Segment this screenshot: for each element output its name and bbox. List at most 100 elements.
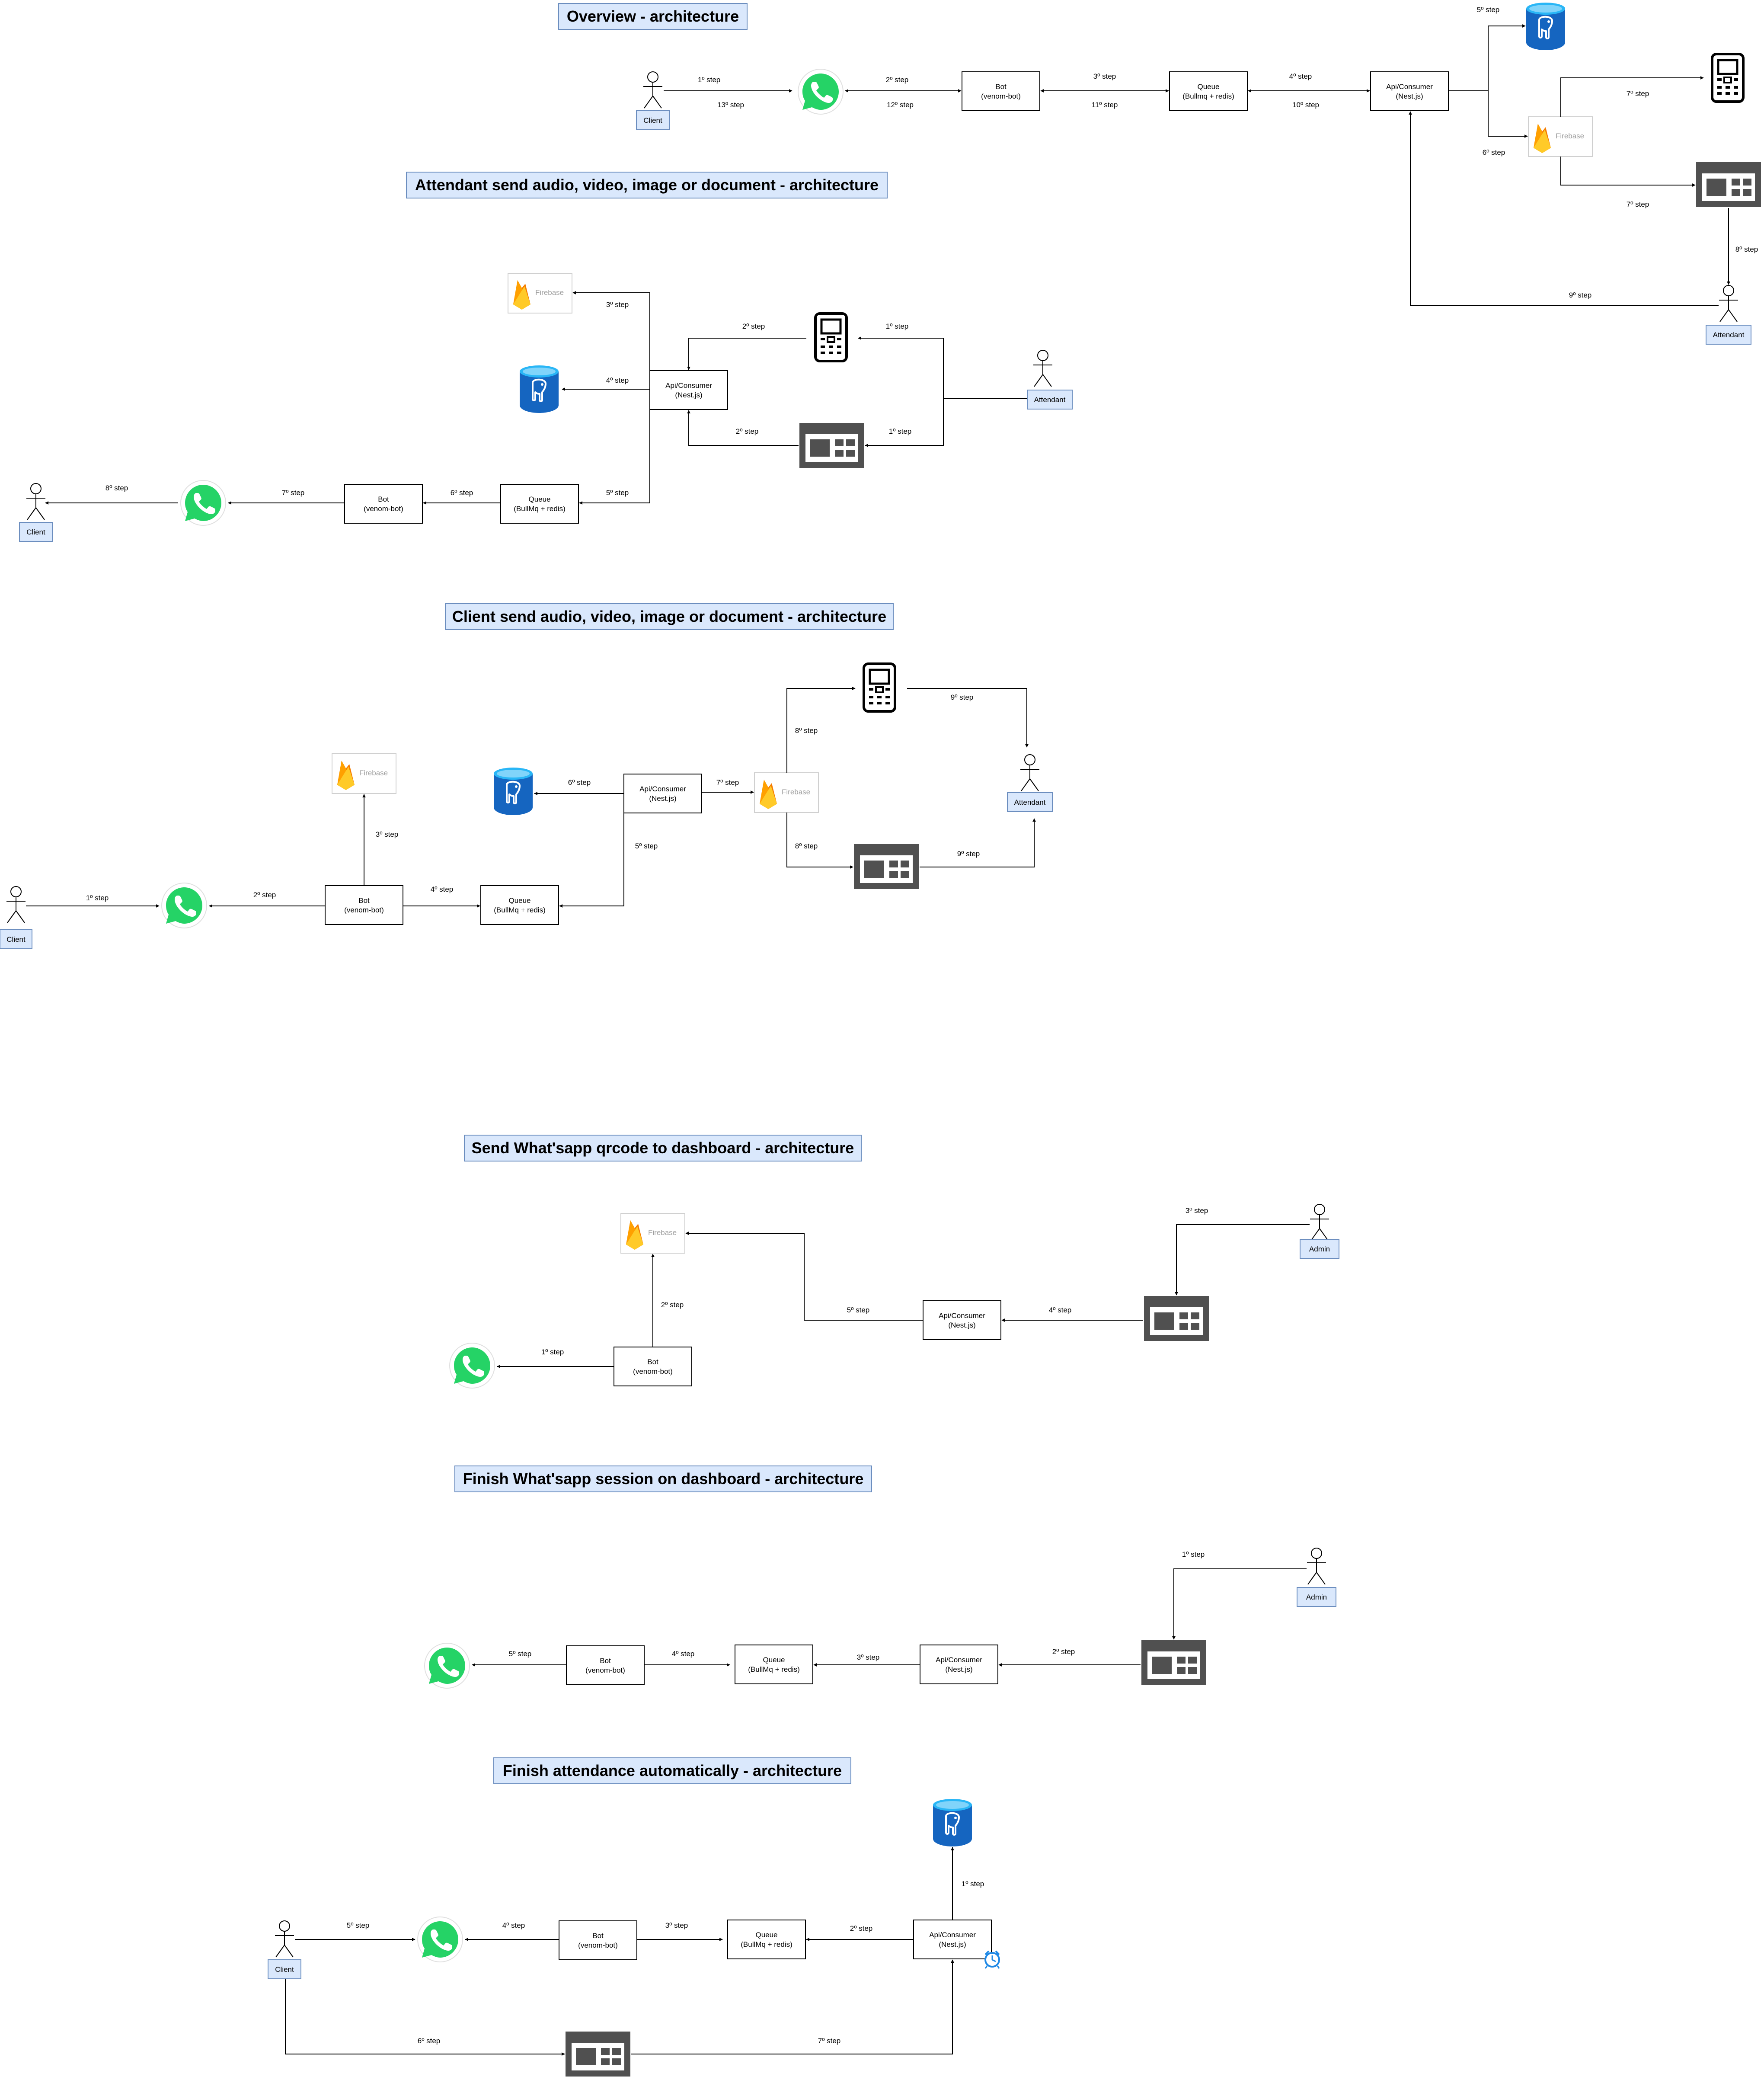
step-label: 3º step bbox=[1093, 72, 1116, 80]
dashboard-icon bbox=[1141, 1640, 1206, 1685]
step-label: 9º step bbox=[951, 693, 974, 701]
step-label: 8º step bbox=[795, 842, 818, 850]
client-actor-icon bbox=[275, 1920, 294, 1958]
client-actor-icon bbox=[6, 886, 26, 923]
step-label: 3º step bbox=[665, 1921, 688, 1929]
client-label-box bbox=[636, 110, 670, 130]
bot-subtitle: (venom-bot) bbox=[344, 906, 384, 914]
step-label: 5º step bbox=[1477, 6, 1500, 14]
api-subtitle: (Nest.js) bbox=[948, 1321, 975, 1329]
step-label: 4º step bbox=[431, 885, 454, 893]
step-label: 2º step bbox=[850, 1924, 873, 1933]
step-label: 4º step bbox=[502, 1921, 525, 1929]
queue-title: Queue bbox=[1197, 83, 1219, 91]
step-label: 12º step bbox=[887, 101, 914, 109]
api-box bbox=[649, 370, 728, 410]
step-label: 9º step bbox=[957, 850, 980, 858]
queue-subtitle: (BullMq + redis) bbox=[494, 906, 546, 914]
client-actor-icon bbox=[26, 483, 46, 520]
queue-subtitle: (BullMq + redis) bbox=[741, 1940, 793, 1949]
edge bbox=[907, 688, 1029, 748]
whatsapp-icon bbox=[180, 480, 226, 526]
attendant-label: Attendant bbox=[1713, 331, 1745, 339]
step-label: 3º step bbox=[376, 830, 399, 838]
phone-icon bbox=[1712, 54, 1743, 102]
step-label: 2º step bbox=[253, 891, 276, 899]
step-label: 7º step bbox=[818, 2037, 841, 2045]
step-label: 10º step bbox=[1292, 101, 1319, 109]
step-label: 3º step bbox=[606, 301, 629, 309]
queue-title: Queue bbox=[528, 495, 550, 503]
client-label-box bbox=[19, 522, 53, 542]
section-title-box bbox=[406, 172, 888, 198]
step-label: 6º step bbox=[568, 778, 591, 787]
api-box bbox=[920, 1645, 998, 1684]
section-qrcode: Send What'sapp qrcode to dashboard - arc… bbox=[449, 1135, 1339, 1389]
step-label: 5º step bbox=[847, 1306, 870, 1314]
attendant-actor-icon bbox=[1020, 754, 1040, 791]
attendant-actor-icon bbox=[1033, 350, 1053, 387]
admin-label: Admin bbox=[1306, 1593, 1327, 1601]
bot-title: Bot bbox=[592, 1932, 604, 1940]
step-label: 2º step bbox=[661, 1301, 684, 1309]
edge bbox=[1488, 91, 1528, 138]
step-label: 4º step bbox=[606, 376, 629, 384]
client-label: Client bbox=[275, 1965, 294, 1974]
bot-subtitle: (venom-bot) bbox=[633, 1367, 673, 1376]
api-subtitle: (Nest.js) bbox=[649, 794, 676, 803]
bot-title: Bot bbox=[600, 1657, 611, 1665]
section-client-send: Client send audio, video, image or docum… bbox=[0, 603, 1053, 949]
admin-actor-icon bbox=[1307, 1548, 1326, 1585]
step-label: 1º step bbox=[86, 894, 109, 902]
edge bbox=[1175, 1224, 1310, 1296]
client-label-box bbox=[0, 929, 32, 949]
attendant-label-box bbox=[1706, 325, 1751, 345]
section-title-box bbox=[464, 1135, 862, 1161]
bot-subtitle: (venom-bot) bbox=[578, 1941, 618, 1949]
step-label: 1º step bbox=[886, 322, 909, 330]
attendant-actor-icon bbox=[1719, 285, 1738, 322]
step-label: 1º step bbox=[889, 427, 912, 435]
edge bbox=[631, 1959, 954, 2054]
api-box bbox=[623, 774, 702, 813]
edge bbox=[1448, 24, 1526, 91]
whatsapp-icon bbox=[449, 1343, 495, 1389]
step-label: 1º step bbox=[1182, 1550, 1205, 1558]
bot-box bbox=[325, 885, 403, 925]
api-title: Api/Consumer bbox=[1386, 83, 1433, 91]
step-label: 3º step bbox=[857, 1653, 880, 1661]
edge bbox=[1172, 1568, 1307, 1640]
admin-label-box bbox=[1297, 1587, 1336, 1607]
step-label: 6º step bbox=[1483, 148, 1505, 157]
edge bbox=[1560, 157, 1696, 187]
queue-box bbox=[480, 885, 559, 925]
edge bbox=[920, 818, 1036, 867]
client-label: Client bbox=[6, 935, 26, 944]
section-title: Send What'sapp qrcode to dashboard - arc… bbox=[472, 1139, 854, 1157]
queue-title: Queue bbox=[763, 1656, 785, 1664]
step-label: 11º step bbox=[1092, 101, 1118, 109]
queue-box bbox=[500, 484, 579, 524]
step-label: 6º step bbox=[418, 2037, 441, 2045]
firebase-label: Firebase bbox=[782, 788, 810, 796]
section-title-box bbox=[558, 3, 748, 30]
postgres-db-icon bbox=[1525, 2, 1566, 51]
bot-box bbox=[614, 1347, 692, 1386]
step-label: 4º step bbox=[1049, 1306, 1072, 1314]
edge bbox=[858, 336, 1027, 399]
api-title: Api/Consumer bbox=[639, 785, 686, 793]
dashboard-icon bbox=[1144, 1296, 1209, 1341]
edge bbox=[1560, 76, 1704, 117]
api-title: Api/Consumer bbox=[929, 1931, 976, 1939]
admin-label: Admin bbox=[1309, 1245, 1330, 1253]
edge bbox=[579, 389, 650, 505]
bot-box bbox=[559, 1920, 637, 1960]
edge bbox=[685, 1232, 923, 1321]
edge bbox=[786, 687, 856, 773]
queue-title: Queue bbox=[755, 1931, 777, 1939]
alarm-clock-icon bbox=[984, 1950, 1000, 1969]
step-label: 8º step bbox=[1735, 245, 1758, 253]
step-label: 6º step bbox=[451, 489, 473, 497]
attendant-label: Attendant bbox=[1014, 798, 1046, 806]
